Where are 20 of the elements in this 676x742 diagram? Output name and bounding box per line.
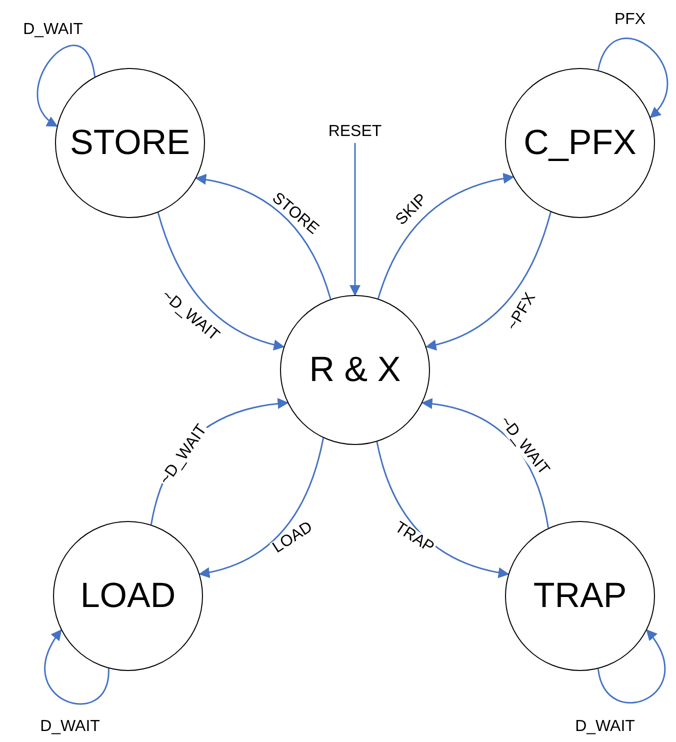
state-name: TRAP [533,576,627,616]
arrow [425,212,552,350]
state-name: STORE [70,123,190,163]
state-name: C_PFX [524,123,636,163]
state-name: R & X [309,350,401,390]
arrow [597,38,668,118]
arrow [157,212,285,350]
arrow [44,629,110,704]
input-signal-label: RESET [328,123,382,141]
arrow [350,143,360,296]
arrow [198,438,324,578]
arrow [597,629,666,704]
edge-label: D_WAIT [574,719,636,735]
arrow [195,174,332,300]
edge-label: D_WAIT [22,22,84,38]
arrow [376,442,510,578]
arrow [377,173,514,299]
arrow [36,44,96,127]
state-name: LOAD [80,576,176,616]
edge-label: D_WAIT [39,719,101,735]
